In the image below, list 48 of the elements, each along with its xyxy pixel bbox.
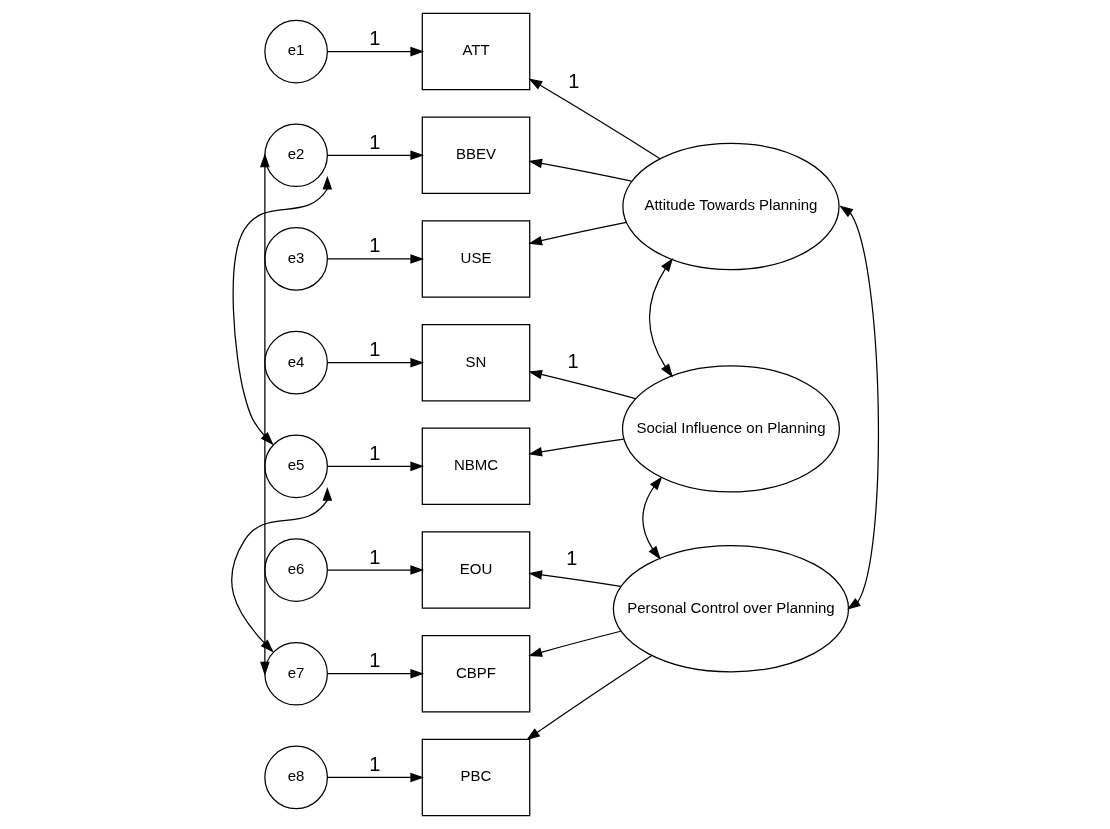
edge-label: 1 (369, 649, 381, 672)
arrow (326, 254, 425, 264)
node-box: NBMC (421, 427, 531, 506)
edge-label: 1 (567, 349, 579, 372)
edge-label: 1 (369, 130, 381, 153)
arrow (526, 655, 653, 741)
arrow (648, 257, 673, 378)
arrow (231, 486, 333, 653)
node-box: PBC (421, 738, 531, 817)
node-circle: e2 (264, 123, 328, 188)
node-circle: e4 (264, 330, 328, 395)
arrow (326, 461, 425, 472)
arrow (528, 369, 637, 400)
node-box: CBPF (421, 635, 531, 713)
node-circle: e6 (264, 538, 328, 602)
edge-label: 1 (369, 441, 381, 464)
node-circle: e8 (264, 745, 328, 810)
arrow (839, 205, 879, 610)
arrow (528, 78, 661, 160)
edge-label: 1 (369, 338, 381, 361)
edge-label: 1 (369, 545, 381, 568)
arrow (326, 772, 425, 783)
arrow (326, 46, 425, 57)
arrow (326, 565, 425, 575)
node-box: SN (421, 323, 531, 402)
node-box: EOU (421, 531, 531, 609)
node-circle: e1 (264, 19, 328, 84)
arrow (528, 221, 627, 246)
arrow (528, 438, 625, 457)
edge-label: 1 (369, 27, 381, 50)
node-circle: e7 (264, 641, 328, 706)
arrow (528, 158, 633, 182)
edge-label: 1 (566, 546, 578, 569)
node-box: USE (421, 220, 531, 298)
edge-label: 1 (369, 752, 381, 775)
node-box: BBEV (421, 116, 531, 194)
arrow (642, 476, 663, 560)
arrow (326, 357, 425, 368)
node-circle: e5 (264, 434, 328, 499)
node-box: ATT (421, 12, 531, 91)
arrow (528, 630, 622, 657)
node-circle: e3 (264, 227, 328, 291)
edge-label: 1 (369, 234, 381, 257)
edge-label: 1 (568, 70, 580, 93)
arrow (326, 150, 425, 161)
arrow (326, 668, 425, 679)
arrow (528, 570, 622, 588)
arrow (260, 153, 270, 676)
